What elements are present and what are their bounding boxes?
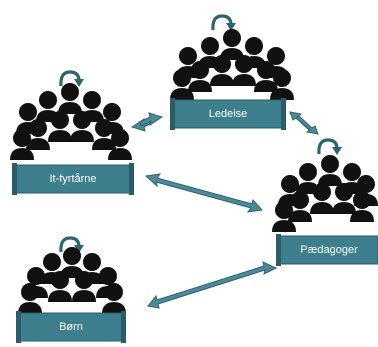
- loop-arrow-ledelse: [211, 14, 238, 33]
- people-born: [18, 247, 126, 314]
- arrow-it-paedagoger: [144, 173, 263, 213]
- loop-arrow-paedagoger: [317, 138, 344, 157]
- label-ledelse: Ledelse: [208, 108, 248, 120]
- banner-born: [16, 311, 126, 343]
- arrow-paedagoger-born: [147, 261, 278, 309]
- group-ledelse: [170, 14, 294, 130]
- banner-paedagoger: [276, 234, 378, 266]
- group-it-fyrtarne: [10, 70, 134, 195]
- people-ledelse: [170, 29, 294, 100]
- arrow-ledelse-paedagoger: [289, 111, 319, 135]
- banner-it: [12, 163, 134, 195]
- people-it: [10, 83, 132, 160]
- arrow-it-ledelse: [130, 112, 164, 132]
- people-paedagoger: [272, 155, 378, 232]
- group-born: [16, 236, 126, 343]
- group-paedagoger: [272, 138, 378, 266]
- label-it-fyrtarne: It-fyrtårne: [49, 173, 97, 185]
- label-born: Børn: [59, 321, 83, 333]
- label-paedagoger: Pædagoger: [300, 244, 358, 256]
- banner-ledelse: [170, 98, 286, 130]
